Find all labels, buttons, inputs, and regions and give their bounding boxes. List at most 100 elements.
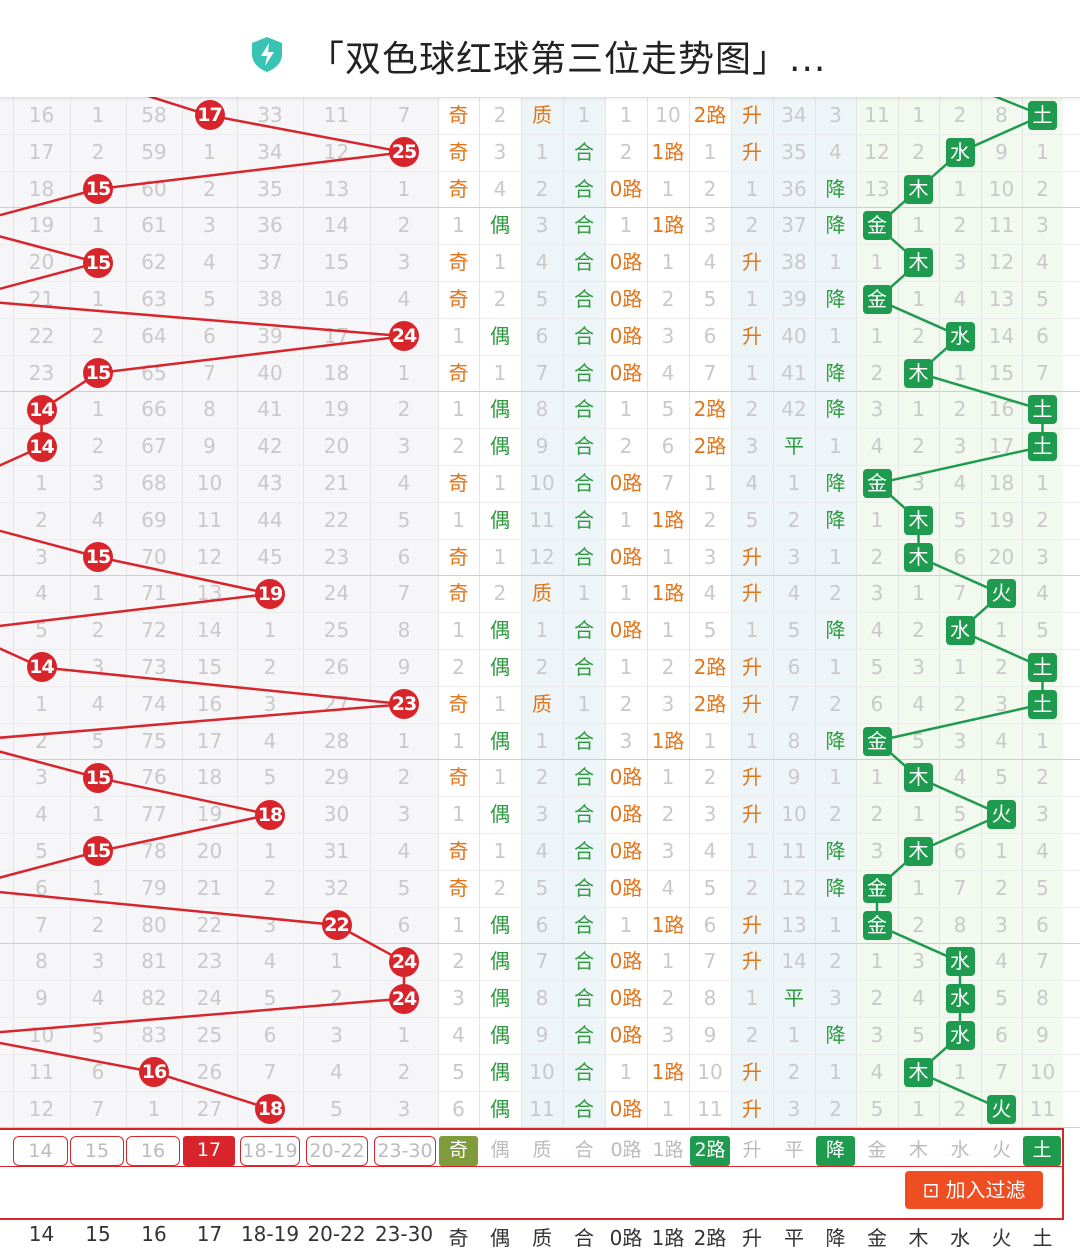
table-cell: 3 [263, 691, 277, 716]
filter-option[interactable]: 15 [70, 1136, 124, 1166]
table-cell: 4 [1036, 250, 1049, 275]
table-cell: 36 [781, 176, 807, 201]
filter-option[interactable]: 水 [950, 1139, 970, 1161]
element-badge: 木 [904, 836, 933, 866]
table-cell: 5 [995, 986, 1008, 1011]
filter-option[interactable]: 20-22 [306, 1136, 368, 1166]
grid-hline [0, 391, 1080, 393]
table-cell: 2 [953, 103, 967, 127]
table-cell: 降 [825, 728, 846, 753]
filter-option[interactable]: 合 [574, 1139, 594, 1161]
filter-option[interactable]: 16 [126, 1136, 180, 1166]
table-cell: 2 [91, 618, 105, 643]
element-badge: 木 [904, 174, 933, 204]
filter-option[interactable]: 火 [991, 1139, 1011, 1161]
table-cell: 1 [577, 691, 591, 716]
table-cell: 合 [574, 655, 594, 679]
filter-option[interactable]: 土 [1023, 1136, 1061, 1166]
filter-option[interactable]: 降 [816, 1136, 855, 1166]
table-cell: 5 [703, 875, 717, 900]
filter-option[interactable]: 23-30 [374, 1136, 436, 1166]
red-ball: 24 [389, 983, 419, 1014]
filter-option[interactable]: 木 [908, 1139, 928, 1161]
element-badge: 水 [945, 1020, 975, 1050]
filter-option[interactable]: 金 [867, 1139, 887, 1161]
table-cell: 2 [619, 139, 633, 164]
table-cell: 6 [452, 1096, 465, 1121]
table-cell: 1 [870, 250, 884, 275]
filter-option[interactable]: 2路 [690, 1136, 730, 1166]
table-cell: 67 [141, 434, 167, 459]
table-cell: 18 [323, 360, 350, 385]
filter-option[interactable]: 1路 [652, 1139, 684, 1161]
table-cell: 13 [781, 912, 807, 937]
table-cell: 72 [141, 618, 167, 643]
table-cell: 44 [257, 507, 283, 532]
table-cell: 18 [196, 765, 223, 790]
table-cell: 2 [953, 213, 967, 238]
table-cell: 偶 [490, 1023, 510, 1047]
grid-hline [0, 1090, 1080, 1092]
table-cell: 3 [35, 544, 48, 569]
table-cell: 2 [870, 802, 884, 827]
add-filter-button[interactable]: ⊡ 加入过滤 [905, 1171, 1043, 1209]
table-cell: 9 [995, 139, 1008, 164]
table-cell: 降 [825, 360, 846, 385]
table-cell: 25 [196, 1023, 223, 1047]
table-cell: 8 [995, 103, 1008, 127]
table-cell: 68 [141, 471, 167, 495]
table-cell: 1 [535, 618, 549, 643]
table-cell: 偶 [490, 912, 510, 937]
table-cell: 41 [257, 397, 283, 422]
table-cell: 2 [397, 765, 411, 790]
table-cell: 奇 [448, 839, 469, 863]
table-cell: 1 [745, 287, 759, 311]
table-cell: 15 [988, 360, 1015, 385]
table-cell: 2 [35, 507, 48, 532]
table-cell: 75 [141, 728, 167, 753]
filter-option[interactable]: 升 [742, 1139, 762, 1161]
table-cell: 2路 [693, 397, 727, 422]
filter-option[interactable]: 14 [13, 1136, 68, 1166]
table-cell: 2 [397, 1059, 411, 1084]
filter-option[interactable]: 0路 [610, 1139, 642, 1161]
table-cell: 20 [988, 544, 1015, 569]
table-cell: 80 [141, 912, 167, 937]
table-cell: 5 [91, 1023, 105, 1047]
table-cell: 奇 [448, 875, 469, 900]
filter-option[interactable]: 偶 [490, 1139, 510, 1161]
table-cell: 5 [263, 765, 277, 790]
table-cell: 2 [91, 912, 105, 937]
table-cell: 4 [493, 176, 507, 201]
filter-option[interactable]: 质 [532, 1139, 552, 1161]
table-cell: 降 [825, 839, 846, 863]
filter-option[interactable]: 18-19 [240, 1136, 300, 1166]
table-cell: 5 [703, 287, 717, 311]
table-cell: 18 [28, 176, 55, 201]
table-cell: 3 [452, 986, 465, 1011]
grid-hline [0, 980, 1080, 982]
table-cell: 1 [263, 618, 277, 643]
table-cell: 6 [953, 544, 967, 569]
table-cell: 1 [661, 1096, 675, 1121]
table-cell: 3 [661, 323, 675, 348]
filter-option[interactable]: 奇 [439, 1136, 478, 1166]
table-cell: 8 [787, 728, 801, 753]
filter-option[interactable]: 平 [784, 1139, 804, 1161]
element-badge: 金 [862, 873, 892, 903]
table-cell: 33 [257, 103, 283, 127]
filter-option[interactable]: 17 [183, 1136, 235, 1166]
table-cell: 6 [1036, 912, 1049, 937]
element-badge: 木 [904, 1057, 933, 1087]
red-trend-segment [41, 666, 405, 706]
grid-hline [0, 1017, 1080, 1018]
